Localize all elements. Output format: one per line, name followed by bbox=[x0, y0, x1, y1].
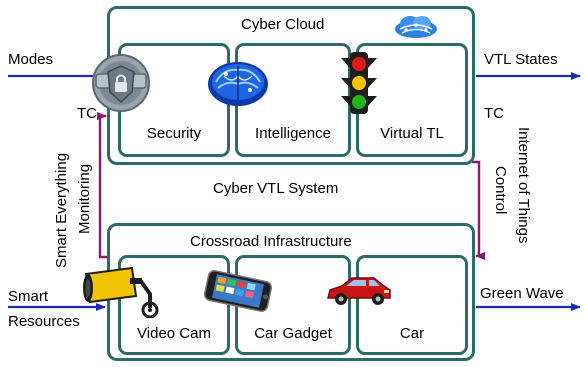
intelligence-label: Intelligence bbox=[255, 125, 331, 142]
left-tc-label: TC bbox=[77, 105, 97, 122]
video-camera-icon bbox=[83, 266, 159, 318]
brain-icon bbox=[208, 62, 268, 106]
monitoring-link bbox=[97, 112, 110, 259]
video-cam-label: Video Cam bbox=[137, 325, 211, 342]
control-label: Control bbox=[492, 166, 509, 215]
smartphone-icon bbox=[203, 270, 273, 312]
crossroad-infrastructure-title: Crossroad Infrastructure bbox=[190, 233, 352, 250]
car-icon bbox=[327, 277, 391, 305]
cyber-cloud-box: Cyber Cloud Security bbox=[92, 6, 475, 165]
crossroad-infrastructure-box: Crossroad Infrastructure Video Cam bbox=[83, 223, 475, 361]
intelligence-tile: Intelligence bbox=[208, 43, 351, 157]
right-tc-label: TC bbox=[484, 105, 504, 122]
internet-of-things-label: Internet of Things bbox=[515, 127, 532, 244]
car-gadget-label: Car Gadget bbox=[254, 325, 332, 342]
security-tile: Security bbox=[92, 43, 230, 157]
traffic-light-icon bbox=[341, 52, 377, 114]
car-tile: Car bbox=[327, 255, 468, 355]
security-shield-icon bbox=[92, 54, 150, 112]
smart-label: Smart bbox=[8, 288, 49, 305]
green-wave-label: Green Wave bbox=[480, 285, 564, 302]
resources-label: Resources bbox=[8, 313, 80, 330]
modes-label: Modes bbox=[8, 51, 54, 68]
security-label: Security bbox=[146, 125, 202, 142]
cyber-cloud-title: Cyber Cloud bbox=[241, 16, 325, 33]
cloud-network-icon bbox=[395, 16, 437, 38]
car-label: Car bbox=[399, 325, 425, 342]
cyber-vtl-system-label: Cyber VTL System bbox=[213, 180, 339, 197]
smart-everything-label: Smart Everything bbox=[53, 152, 70, 268]
vtl-states-label: VTL States bbox=[484, 51, 558, 68]
control-link bbox=[472, 160, 485, 260]
car-gadget-tile: Car Gadget bbox=[203, 255, 351, 355]
virtual-tl-tile: Virtual TL bbox=[341, 43, 468, 157]
virtual-tl-label: Virtual TL bbox=[380, 125, 444, 142]
monitoring-label: Monitoring bbox=[76, 163, 93, 234]
